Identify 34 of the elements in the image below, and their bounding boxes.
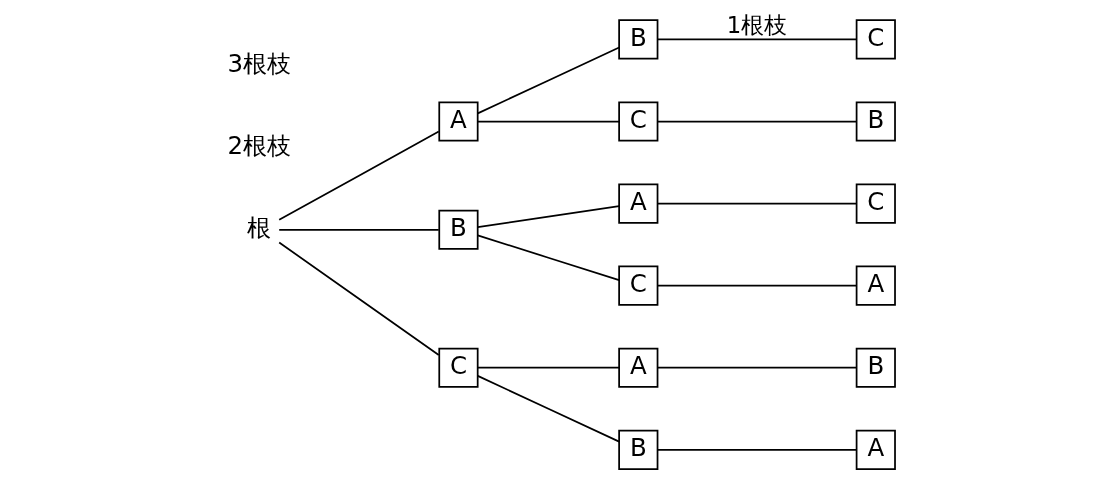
connector [476,120,620,123]
node-box: B [617,429,658,470]
node-box: B [855,347,896,388]
node-box: C [617,265,658,306]
node-box: B [437,209,479,250]
node-box: A [855,265,896,306]
node-box: C [855,19,896,60]
connector [656,284,857,287]
node-box: A [437,101,479,142]
connector [277,228,440,231]
node-box: A [617,183,658,224]
connector [656,448,857,451]
connector [476,234,620,281]
node-box: A [855,429,896,470]
connector [476,375,620,443]
connector [277,130,440,221]
connector [476,46,620,115]
node-box: C [437,347,479,388]
node-box: B [855,101,896,142]
connector [656,38,857,41]
node-box: C [855,183,896,224]
node-text: 根 [246,213,271,243]
connector [656,120,857,123]
connector [656,202,857,205]
label: 2根枝 [227,131,291,161]
connector [476,366,620,369]
node-box: C [617,101,658,142]
connector [656,366,857,369]
node-box: A [617,347,658,388]
connector [277,241,440,356]
node-box: B [617,19,658,60]
connector [476,205,620,229]
edge-label: 1根枝 [726,12,787,39]
label: 3根枝 [227,49,291,79]
